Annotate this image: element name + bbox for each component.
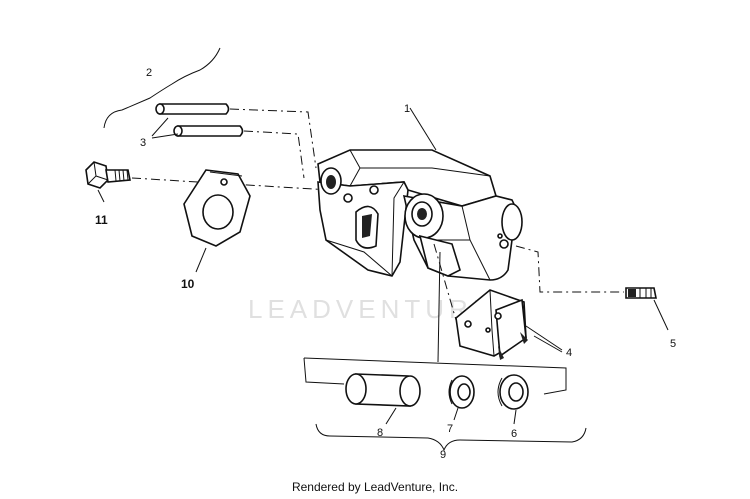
leader-6 (513, 409, 517, 425)
brake-pads-4 (455, 289, 528, 360)
leader-11 (97, 189, 105, 203)
leader-8 (385, 407, 397, 425)
callout-5: 5 (670, 338, 676, 350)
callout-2: 2 (146, 67, 152, 79)
callout-8: 8 (377, 427, 383, 439)
exploded-band (303, 251, 567, 395)
bracket-9 (315, 423, 587, 452)
footer-credit: Rendered by LeadVenture, Inc. (291, 480, 459, 494)
centerline-pin-lower (243, 130, 305, 179)
callout-7: 7 (447, 423, 453, 435)
leader-7 (453, 407, 459, 421)
piston-8 (345, 373, 421, 407)
caliper-body-1 (317, 149, 523, 281)
seal-6 (497, 374, 529, 410)
bolt-11 (85, 161, 131, 189)
leader-5 (653, 299, 669, 331)
leader-3a (151, 117, 169, 137)
pin-upper (155, 103, 230, 115)
leader-3b (151, 133, 179, 139)
callout-11: 11 (95, 213, 108, 227)
leader-10 (195, 247, 207, 273)
centerline-bleeder (515, 245, 624, 293)
leader-4b (533, 335, 563, 353)
bracket-2 (103, 47, 221, 129)
callout-4: 4 (566, 347, 572, 359)
callout-6: 6 (511, 428, 517, 440)
plate-10 (183, 169, 251, 247)
pin-lower (173, 125, 244, 137)
bleeder-5 (625, 287, 657, 299)
centerline-pads (433, 243, 457, 321)
callout-3: 3 (140, 137, 146, 149)
leader-4a (525, 325, 563, 351)
centerline-pin-upper (229, 108, 317, 169)
callout-9: 9 (440, 449, 446, 461)
leader-1 (409, 107, 437, 151)
callout-10: 10 (181, 277, 195, 291)
seal-7 (448, 375, 475, 409)
callout-1: 1 (404, 103, 410, 115)
